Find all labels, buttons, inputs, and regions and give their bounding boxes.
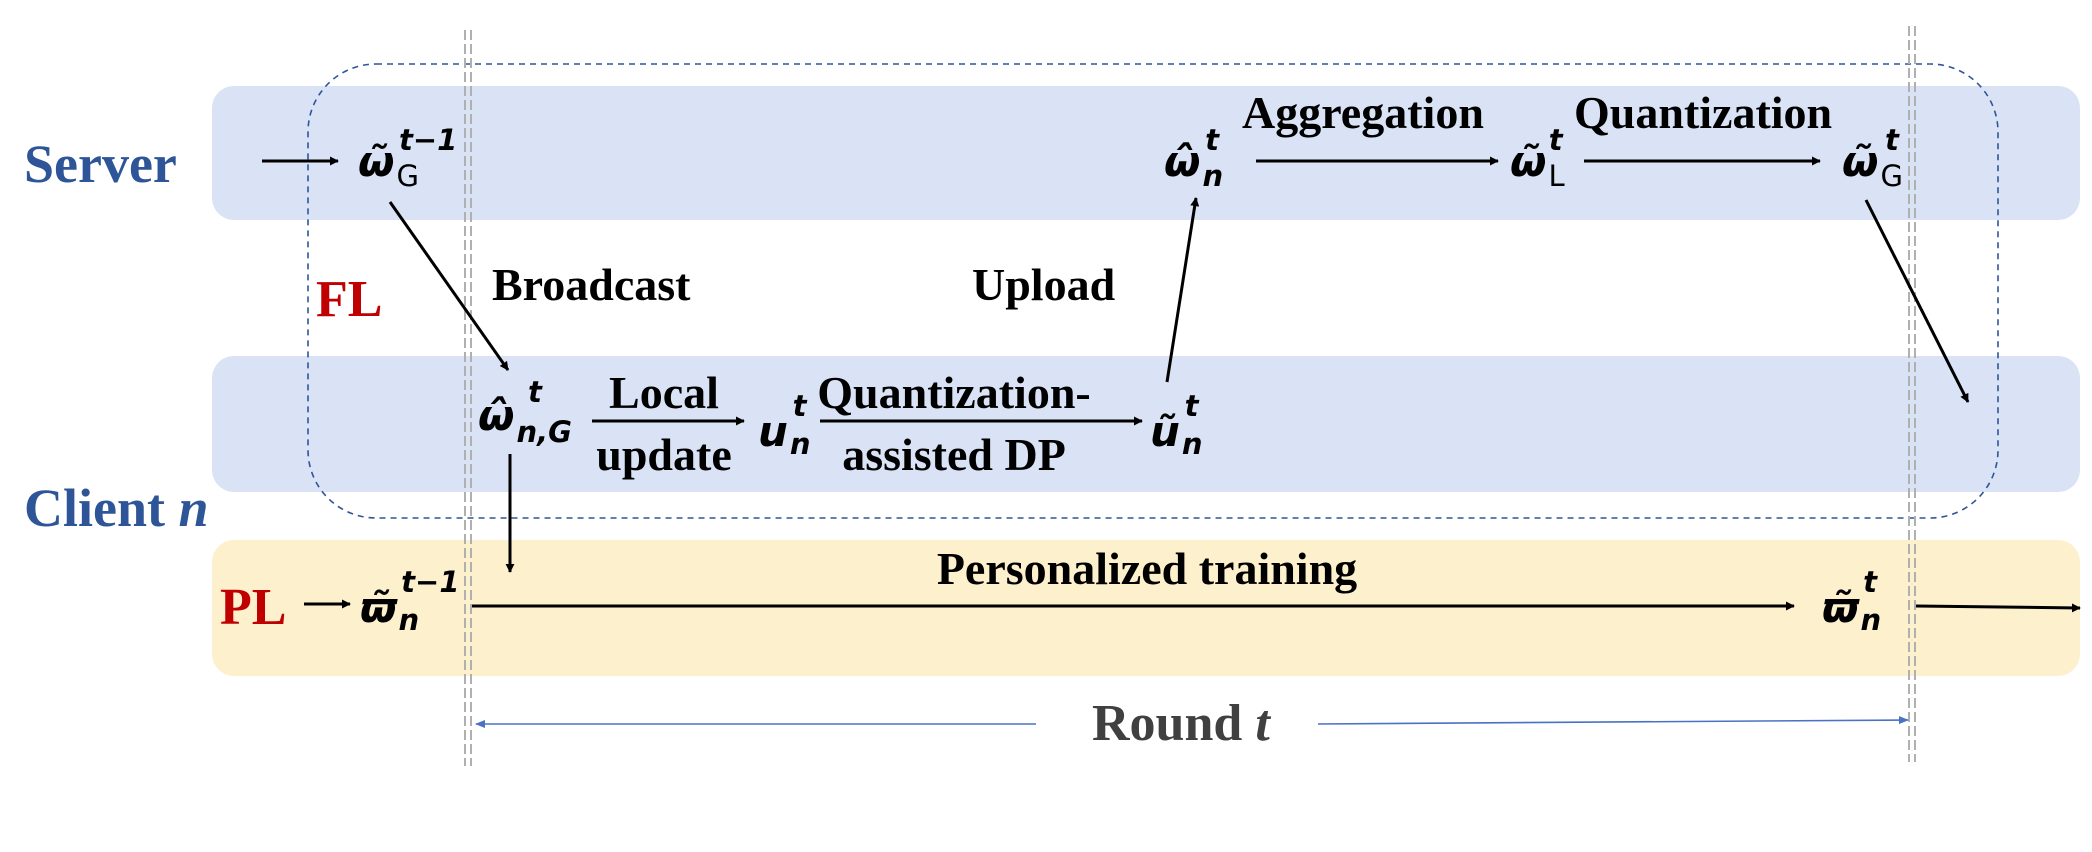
fl-label: FL xyxy=(316,271,382,328)
symbol-aggregated-model: ω̃Lt xyxy=(1510,123,1565,193)
round-label: Round t xyxy=(1092,695,1271,752)
round-start-divider xyxy=(464,30,472,766)
server-label: Server xyxy=(24,134,177,194)
personalized-training-label: Personalized training xyxy=(937,543,1357,594)
qdp-line1: Quantization- xyxy=(817,367,1090,418)
quantization-label: Quantization xyxy=(1574,87,1832,138)
symbol-personal-model: ϖ̃nt xyxy=(1822,565,1881,637)
client-label-prefix: Client xyxy=(24,478,165,538)
broadcast-label: Broadcast xyxy=(492,259,691,310)
broadcast-arrow xyxy=(388,201,510,371)
symbol-personal-model-prev: ϖ̃nt−1 xyxy=(360,565,460,637)
round-end-divider xyxy=(1908,26,1916,762)
pl-band xyxy=(212,540,2080,676)
client-label-var: n xyxy=(179,478,209,538)
local-update-line2: update xyxy=(596,429,731,480)
round-label-var: t xyxy=(1255,695,1271,752)
qdp-line2: assisted DP xyxy=(842,429,1066,480)
server-band xyxy=(212,86,2080,220)
pl-output-arrow xyxy=(1915,603,2081,613)
round-span-right-arrow xyxy=(1317,716,1909,725)
fl-boundary xyxy=(307,63,1999,519)
symbol-global-model-prev: ω̃Gt−1 xyxy=(358,123,457,193)
client-band xyxy=(212,356,2080,492)
symbol-global-model: ω̃Gt xyxy=(1842,123,1903,193)
upload-arrow xyxy=(1165,197,1200,383)
local-update-line1: Local xyxy=(609,367,719,418)
aggregation-label: Aggregation xyxy=(1242,87,1484,138)
round-label-prefix: Round xyxy=(1092,695,1242,752)
upload-label: Upload xyxy=(972,259,1116,310)
symbol-perturbed-update: ũnt xyxy=(1150,389,1203,461)
symbol-uploaded-model: ω̂nt xyxy=(1164,123,1223,193)
server-output-arrow xyxy=(1864,199,1970,403)
pl-label: PL xyxy=(220,579,286,636)
symbol-local-update: unt xyxy=(758,389,811,461)
client-label: Client n xyxy=(24,478,209,538)
symbol-received-global-model: ω̂n,Gt xyxy=(478,375,572,449)
